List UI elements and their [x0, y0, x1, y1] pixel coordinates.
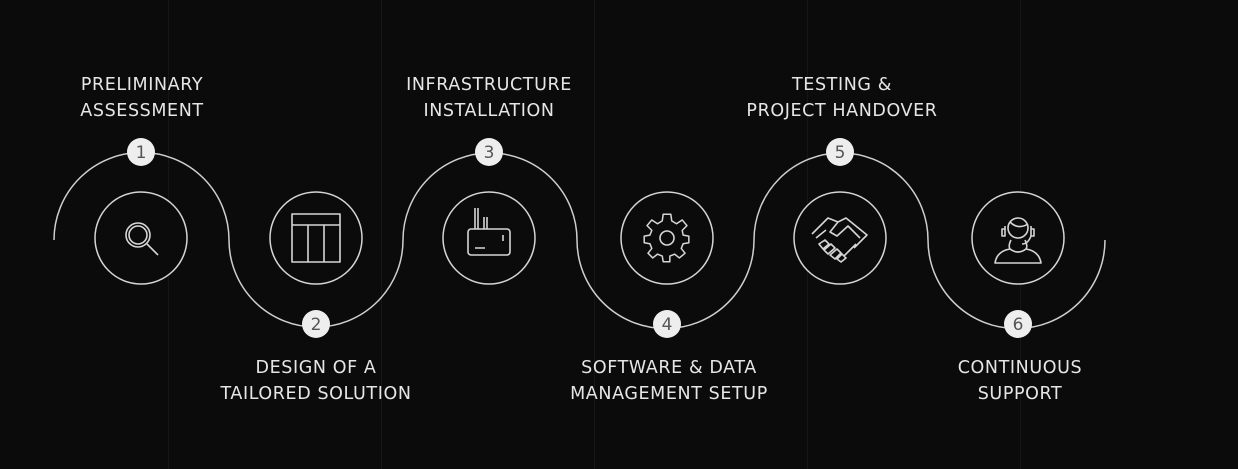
grid-line [594, 0, 595, 469]
icon-circle [620, 191, 714, 285]
step-number: 6 [1013, 315, 1024, 335]
router-icon [467, 208, 511, 256]
support-agent-icon [994, 217, 1042, 264]
step-6-node: 6 [971, 191, 1065, 338]
step-number: 4 [662, 315, 673, 335]
magnifier-icon [125, 222, 159, 256]
step-3-node: 3 [442, 138, 536, 285]
step-number: 3 [484, 143, 495, 163]
step-number: 1 [136, 143, 147, 163]
step-badge [127, 138, 155, 166]
step-2-node: 2 [269, 191, 363, 338]
layout-icon [291, 213, 341, 263]
icon-circle [442, 191, 536, 285]
step-badge [826, 138, 854, 166]
icon-circle [94, 191, 188, 285]
icon-circle [269, 191, 363, 285]
step-1-node: 1 [94, 138, 188, 285]
wave-path [53, 151, 1106, 330]
step-number: 2 [311, 315, 322, 335]
step-5-label: TESTING &PROJECT HANDOVER [746, 75, 938, 121]
step-badge [302, 310, 330, 338]
step-4-node: 4 [620, 191, 714, 338]
step-5-node: 5 [793, 138, 887, 285]
step-badge [475, 138, 503, 166]
handshake-icon [811, 217, 868, 263]
icon-circle [793, 191, 887, 285]
step-badge [653, 310, 681, 338]
step-badge [1004, 310, 1032, 338]
gear-icon [643, 213, 690, 263]
grid-line [381, 0, 382, 469]
step-number: 5 [835, 143, 846, 163]
